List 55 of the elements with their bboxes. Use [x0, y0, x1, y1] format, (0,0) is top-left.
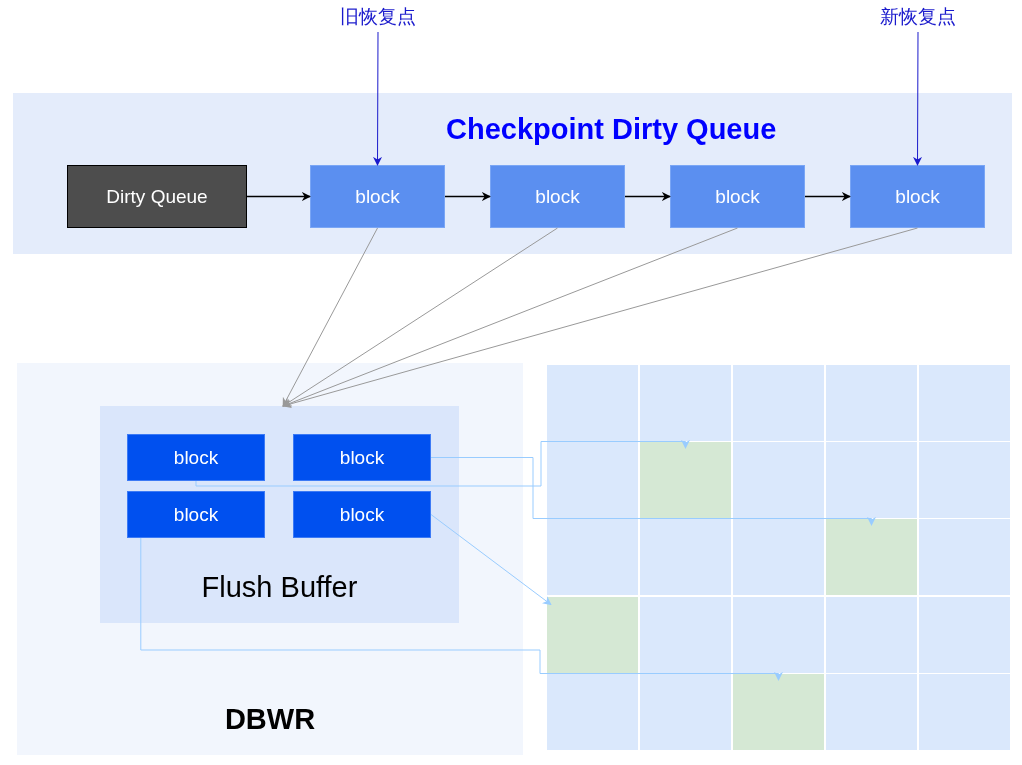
arrow — [444, 192, 491, 201]
grid-cell — [733, 442, 824, 518]
grid-cell — [733, 597, 824, 673]
grid-cell — [547, 519, 638, 595]
block-box: block — [293, 434, 431, 481]
grid-cell — [919, 442, 1010, 518]
flush-buffer-box — [100, 406, 459, 623]
queue-band — [13, 93, 1012, 254]
pointer-label: 新恢复点 — [858, 2, 978, 32]
grid-cell — [919, 597, 1010, 673]
block-box: block — [310, 165, 445, 228]
block-box: block — [127, 491, 265, 538]
grid-cell — [640, 674, 731, 750]
arrow — [624, 192, 671, 201]
queue-head-box: Dirty Queue — [67, 165, 247, 228]
grid-cell — [826, 674, 917, 750]
grid-cell — [733, 674, 824, 750]
panel-title: DBWR — [223, 703, 317, 736]
grid-cell — [919, 519, 1010, 595]
grid-cell — [640, 365, 731, 441]
grid-cell — [919, 674, 1010, 750]
grid-cell — [640, 519, 731, 595]
arrow — [282, 227, 378, 407]
arrow — [373, 31, 383, 166]
grid-cell — [733, 519, 824, 595]
grid-cell — [547, 674, 638, 750]
arrow — [140, 537, 783, 681]
queue-title: Checkpoint Dirty Queue — [446, 113, 777, 146]
block-box: block — [850, 165, 985, 228]
block-box: block — [670, 165, 805, 228]
grid-cell — [547, 442, 638, 518]
grid-cell — [547, 365, 638, 441]
arrow — [282, 227, 918, 409]
arrow — [430, 457, 876, 526]
grid-cell — [640, 597, 731, 673]
arrow — [246, 192, 311, 201]
grid-cell — [826, 365, 917, 441]
grid-cell — [547, 597, 638, 673]
dbwr-panel — [17, 363, 523, 755]
block-box: block — [490, 165, 625, 228]
grid-cell — [826, 442, 917, 518]
arrow — [913, 31, 923, 166]
arrow — [804, 192, 851, 201]
grid-cell — [826, 597, 917, 673]
grid-cell — [733, 365, 824, 441]
pointer-label: 旧恢复点 — [318, 2, 438, 32]
grid-cell — [826, 519, 917, 595]
arrow — [195, 439, 690, 487]
arrow — [430, 514, 552, 606]
grid-cell — [640, 442, 731, 518]
buffer-label: Flush Buffer — [200, 571, 359, 604]
block-box: block — [293, 491, 431, 538]
block-box: block — [127, 434, 265, 481]
grid-cell — [919, 365, 1010, 441]
arrow — [282, 227, 558, 407]
